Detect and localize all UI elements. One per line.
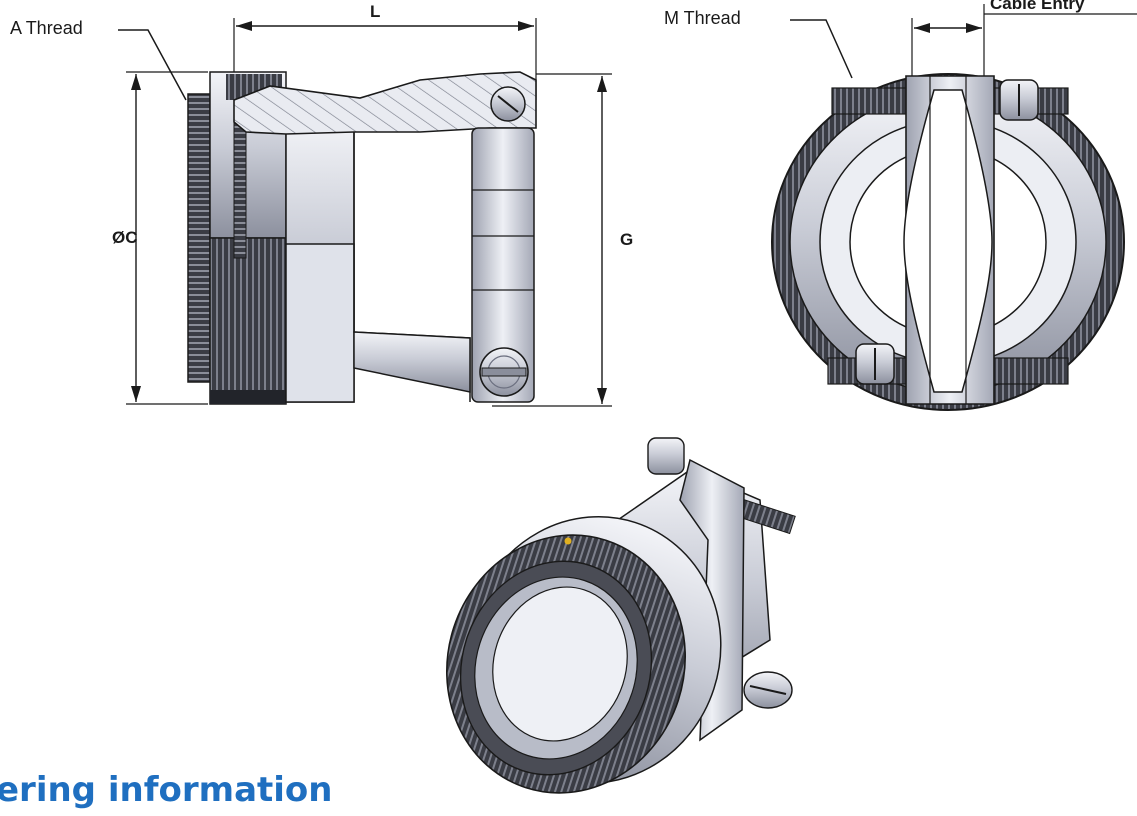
sectioned-body — [233, 71, 537, 135]
iso-screw-top — [647, 437, 685, 475]
saddle-cable-opening — [903, 89, 993, 393]
g-label: G — [620, 230, 634, 249]
screw-top-slot — [497, 95, 519, 113]
l-arrow-left — [236, 21, 252, 31]
section-heading: ering information — [0, 770, 333, 810]
a-thread-section — [187, 93, 211, 383]
g-arrow-bottom — [597, 388, 607, 404]
iso-indicator-dot — [564, 537, 572, 545]
iso-bore — [492, 586, 628, 742]
isometric-view — [446, 437, 796, 794]
frame-lower-wedge — [353, 331, 471, 393]
cable-entry-arrow-left — [914, 23, 930, 33]
diameter-c-label: ØC — [112, 228, 138, 247]
iso-screw-bottom-slot — [749, 685, 787, 695]
m-thread-label: M Thread — [664, 8, 741, 28]
length-label: L — [370, 2, 381, 21]
a-thread-label: A Thread — [10, 18, 83, 38]
c-arrow-top — [131, 74, 141, 90]
a-thread-leader — [118, 29, 187, 101]
side-view — [118, 18, 612, 407]
c-arrow-bottom — [131, 386, 141, 402]
nut-edge-bottom — [210, 390, 286, 404]
coupling-nut-knurl — [209, 237, 287, 405]
m-thread-leader — [790, 19, 853, 79]
screw-bottom-slot — [481, 367, 527, 377]
cable-entry-label: Cable Entry — [990, 0, 1085, 13]
saddle-bar — [471, 127, 535, 403]
body-cylinder-lower — [285, 243, 355, 403]
l-arrow-right — [518, 21, 534, 31]
cable-entry-arrow-right — [966, 23, 982, 33]
g-arrow-top — [597, 76, 607, 92]
end-view — [771, 4, 1137, 411]
